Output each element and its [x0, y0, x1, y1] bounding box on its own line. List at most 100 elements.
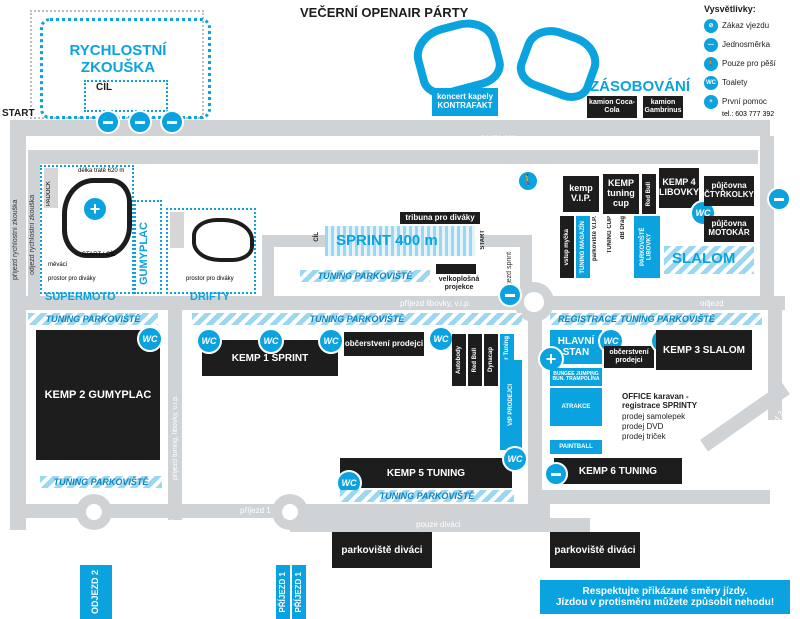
db-drag-label: dB Drag [620, 216, 626, 240]
kemp-tuning-cup: KEMP tuning cup [603, 174, 639, 214]
road-right-vertical [760, 136, 774, 306]
tuning-parking-bottom-middle: TUNING PARKOVIŠTĚ [340, 490, 514, 502]
obcerstveni-right: občerstvení prodejci [604, 346, 654, 368]
odjezd2-entry: ODJEZD 2 [80, 565, 112, 619]
prijezd1-road-label: příjezd 1 [240, 506, 271, 515]
vip-prodejci-label: VIP PRODEJCI [507, 384, 514, 426]
roundabout-center-island [524, 292, 544, 312]
dynacap-box: Dynacap [484, 334, 498, 386]
prijezd2-label: příjezd 2 [30, 518, 61, 527]
tuning-parking-label: REGISTRACE [558, 314, 618, 324]
tuning-parking-label: TUNING PARKOVIŠTĚ [53, 477, 149, 487]
road-mid-horizontal [10, 296, 785, 310]
tuning-parking-right: REGISTRACE [550, 313, 762, 325]
legend-label: Toalety [722, 78, 748, 87]
red-bull-box: Red Bull [642, 174, 656, 214]
wc-icon: WC [318, 328, 344, 354]
wc-icon: WC [196, 328, 222, 354]
concert-box: koncert kapely KONTRAFAKT [432, 88, 498, 116]
truck-gambrinus: kamion Gambrinus [643, 96, 683, 118]
pujcovna-motokar: půjčovna MOTOKÁR [704, 216, 754, 242]
db-drag-vertical: dB Drag [620, 216, 632, 278]
legend-label: První pomoc [722, 97, 767, 106]
odjezd-rychlostni-label: odjezd rychlostní zkouška [29, 194, 36, 275]
road-sprint-loop [262, 235, 274, 300]
entrance-myci: vstup myčka [560, 216, 574, 278]
parkoviste-libovky: PARKOVIŠTĚ LIBOVKY [634, 216, 660, 278]
road-inner-left [28, 150, 40, 298]
tuning-magazin: TUNING MAGAZÍN [576, 216, 590, 278]
padock-label: PADOCK [46, 181, 52, 206]
truck-coca-cola: kamion Coca-Cola [587, 96, 637, 118]
no-entry-icon [767, 187, 791, 211]
odjezd-rychlostni-bottom-label: odjezd rychlostní zkouška [130, 518, 222, 527]
legend-label: Jednosměrka [722, 40, 771, 49]
pouze-divaci-label: pouze diváci [416, 520, 461, 529]
road-left-block-vertical [168, 300, 182, 520]
one-way-icon: — [704, 37, 718, 52]
tuning-parking-middle: TUNING PARKOVIŠTĚ [192, 313, 522, 325]
kemp-vip: kemp V.I.P. [563, 176, 599, 212]
roundabout-left-island [86, 504, 102, 520]
drifty-padock [170, 212, 184, 248]
parkoviste-vip: parkoviště V.I.P. [592, 216, 606, 278]
tuning-parking-left: TUNING PARKOVIŠTĚ [28, 313, 158, 325]
atrakce-box: ATRAKCE [550, 388, 602, 426]
start-cil-label: START / CÍL [82, 252, 116, 258]
wc-icon: WC [502, 446, 528, 472]
projection-screen [436, 264, 476, 274]
prijezd1-label-a: PŘÍJEZD 1 [277, 571, 287, 613]
road-to-parking [290, 518, 590, 532]
gumyplac-area [134, 200, 162, 294]
kemp3-box: KEMP 3 SLALOM [656, 330, 752, 370]
tuning-cup-vertical: TUNING CUP [607, 216, 619, 278]
parking-divaci-2: parkoviště diváci [550, 532, 640, 568]
legend-heading: Vysvětlivky: [704, 4, 756, 14]
first-aid-icon: + [704, 94, 718, 109]
kemp4-box: KEMP 4 LIBOVKY [659, 168, 699, 208]
legend-phone: tel.: 603 777 392 [722, 111, 775, 118]
first-aid-icon: + [82, 196, 108, 222]
notice-line1: Respektujte přikázané směry jízdy. [582, 586, 748, 597]
no-entry-icon [544, 462, 568, 486]
no-entry-icon [498, 283, 522, 307]
road-top-horizontal [10, 120, 770, 136]
road-sprint-right [480, 235, 530, 247]
legend-label: Zákaz vjezdu [722, 21, 770, 30]
slalom-title: SLALOM [672, 250, 736, 267]
prodej-samolepek: prodej samolepek [622, 412, 686, 421]
odjezd2-label: ODJEZD 2 [90, 569, 101, 614]
cil-label: CÍL [96, 82, 113, 93]
pedestrian-icon: 🚶 [519, 172, 537, 190]
supermoto-title: SUPERMOTO [45, 291, 116, 303]
legend: Vysvětlivky: ⊘Zákaz vjezdu —Jednosměrka … [704, 4, 798, 118]
tuning-magazin-label: TUNING MAGAZÍN [579, 220, 586, 274]
prijezd1-entry-a: PŘÍJEZD 1 [276, 565, 290, 619]
supermoto-track [62, 178, 132, 258]
drifty-title: DRIFTY [190, 291, 230, 303]
tuning-parking-label: TUNING PARKOVIŠTĚ [45, 314, 141, 324]
prijezd-rychlostni-label: příjezd rychlostní zkouška [12, 199, 19, 280]
wc-icon: WC [428, 326, 454, 352]
sprint-track [325, 226, 475, 256]
drifty-area [166, 208, 256, 294]
no-entry-icon [128, 110, 152, 134]
padock-strip [44, 168, 58, 208]
pedestrian-only-label: pouze pro pěší [480, 133, 516, 151]
start-label: START [2, 108, 35, 119]
pujcovna-ctyrkolky: půjčovna ČTYŘKOLKY [704, 176, 754, 206]
pedestrian-icon: 🚶 [704, 56, 718, 71]
gumyplac-title: GUMYPLAC [138, 222, 150, 285]
redbull-label: Red Bull [471, 347, 478, 373]
entrance-myci-label: vstup myčka [563, 228, 570, 266]
tuning-parking-right-label: TUNING PARKOVIŠTĚ [620, 314, 715, 324]
prijezd1-entry-b: PŘÍJEZD 1 [292, 565, 306, 619]
projection-label: velkoplošná projekce [438, 276, 480, 291]
redbull-box: Red Bull [468, 334, 482, 386]
notice-line2: Jízdou v protisměru můžete způsobit neho… [555, 597, 775, 608]
supermoto-area [40, 165, 134, 294]
parkoviste-libovky-label: PARKOVIŠTĚ LIBOVKY [640, 227, 653, 267]
prodej-tricek: prodej triček [622, 432, 666, 441]
